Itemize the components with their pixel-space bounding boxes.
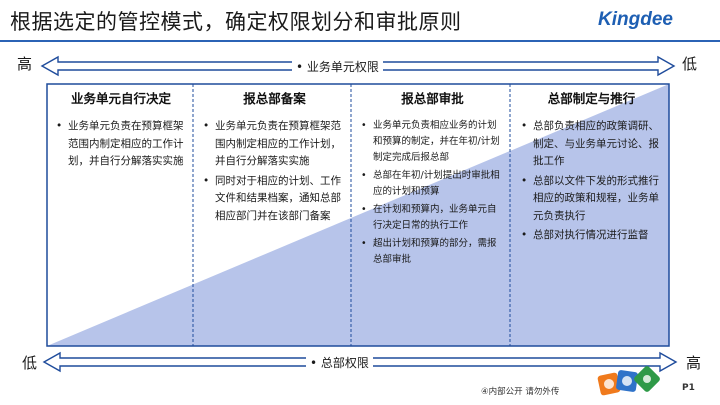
column-hq-formulate: 总部制定与推行 总部负责相应的政策调研、制定、与业务单元讨论、报批工作 总部以文… xyxy=(520,88,663,338)
column-title: 报总部备案 xyxy=(243,91,306,106)
top-axis-label: • 业务单元权限 xyxy=(292,58,383,75)
page-title: 根据选定的管控模式，确定权限划分和审批原则 xyxy=(10,10,462,34)
headquarters-authority-triangle xyxy=(47,84,669,346)
column-report-filing: 报总部备案 业务单元负责在预算框架范围内制定相应的工作计划，并自行分解落实实施 … xyxy=(202,88,347,338)
confidentiality-notice: ④内部公开 请勿外传 xyxy=(481,387,560,397)
title-divider xyxy=(0,40,720,42)
list-item: 业务单元负责在预算框架范围内制定相应的工作计划，并自行分解落实实施 xyxy=(55,118,187,171)
column-report-approval: 报总部审批 业务单元负责相应业务的计划和预算的制定，并在年初/计划制定完成后报总… xyxy=(360,88,505,338)
list-item: 超出计划和预算的部分，需报总部审批 xyxy=(360,236,505,268)
bottom-axis-left-label: 低 xyxy=(22,354,38,372)
bottom-axis-right-label: 高 xyxy=(686,354,702,372)
column-self-decide: 业务单元自行决定 业务单元负责在预算框架范围内制定相应的工作计划，并自行分解落实… xyxy=(55,88,187,338)
bottom-axis-label: • 总部权限 xyxy=(306,354,373,371)
column-title: 总部制定与推行 xyxy=(547,91,636,106)
kingdee-logo: Kingdee xyxy=(598,9,673,30)
list-item: 业务单元负责在预算框架范围内制定相应的工作计划，并自行分解落实实施 xyxy=(202,118,347,171)
column-title: 业务单元自行决定 xyxy=(70,91,171,106)
top-axis-left-label: 高 xyxy=(17,55,33,73)
list-item: 总部在年初/计划提出时审批相应的计划和预算 xyxy=(360,168,505,200)
list-item: 同时对于相应的计划、工作文件和结果档案，通知总部相应部门并在该部门备案 xyxy=(202,173,347,226)
list-item: 总部以文件下发的形式推行相应的政策和规程，业务单元负责执行 xyxy=(520,173,663,226)
top-axis-right-label: 低 xyxy=(682,55,698,73)
list-item: 在计划和预算内，业务单元自行决定日常的执行工作 xyxy=(360,202,505,234)
list-item: 总部对执行情况进行监督 xyxy=(520,227,663,245)
page-number: P1 xyxy=(682,383,695,393)
column-title: 报总部审批 xyxy=(401,91,464,106)
list-item: 业务单元负责相应业务的计划和预算的制定，并在年初/计划制定完成后报总部 xyxy=(360,118,505,166)
list-item: 总部负责相应的政策调研、制定、与业务单元讨论、报批工作 xyxy=(520,118,663,171)
kingdee-product-icons xyxy=(597,366,660,396)
